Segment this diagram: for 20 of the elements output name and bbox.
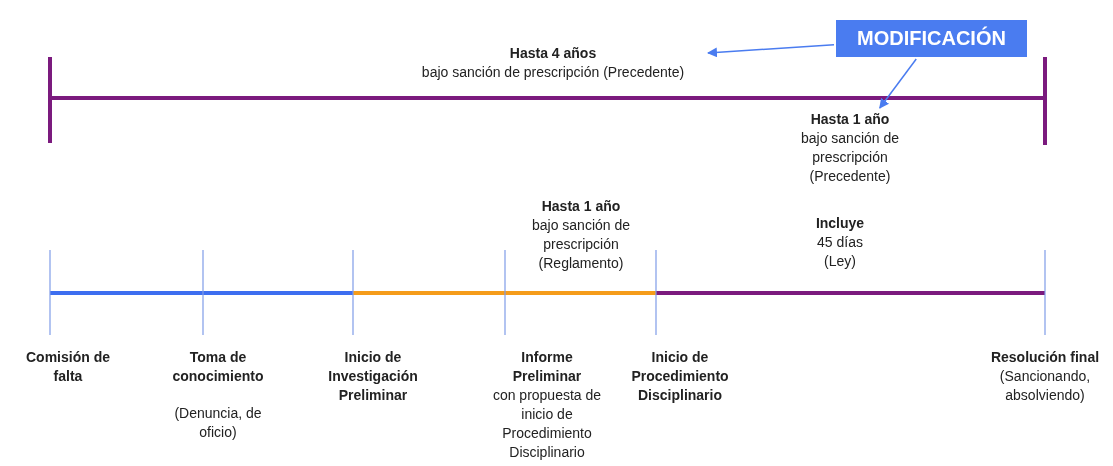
period-note: bajo sanción de prescripción (Precedente)	[799, 129, 901, 186]
milestone-note: (Sancionando, absolviendo)	[998, 367, 1092, 405]
milestone-note: (Denuncia, de oficio)	[173, 404, 263, 442]
arrow	[707, 44, 835, 58]
period-note: bajo sanción de prescripción (Precedente)	[420, 63, 686, 82]
period-note: 45 días (Ley)	[816, 233, 864, 271]
arrow	[879, 58, 917, 109]
period-heading: Incluye	[814, 214, 866, 233]
milestone-label: Informe Preliminar	[511, 348, 583, 386]
callout-box: MODIFICACIÓN	[836, 20, 1027, 57]
milestone-label: Inicio de Procedimiento Disciplinario	[630, 348, 730, 405]
milestone-label: Comisión de falta	[25, 348, 111, 386]
period-heading: Hasta 4 años	[508, 44, 598, 63]
milestone-label: Resolución final	[989, 348, 1101, 367]
period-note: bajo sanción de prescripción (Reglamento)	[530, 216, 632, 273]
period-heading: Hasta 1 año	[809, 110, 891, 129]
period-heading: Hasta 1 año	[540, 197, 622, 216]
milestone-label: Toma de conocimiento	[171, 348, 265, 386]
milestone-note: con propuesta de inicio de Procedimiento Disciplinario	[491, 386, 603, 462]
milestone-label: Inicio de Investigación Preliminar	[327, 348, 419, 405]
